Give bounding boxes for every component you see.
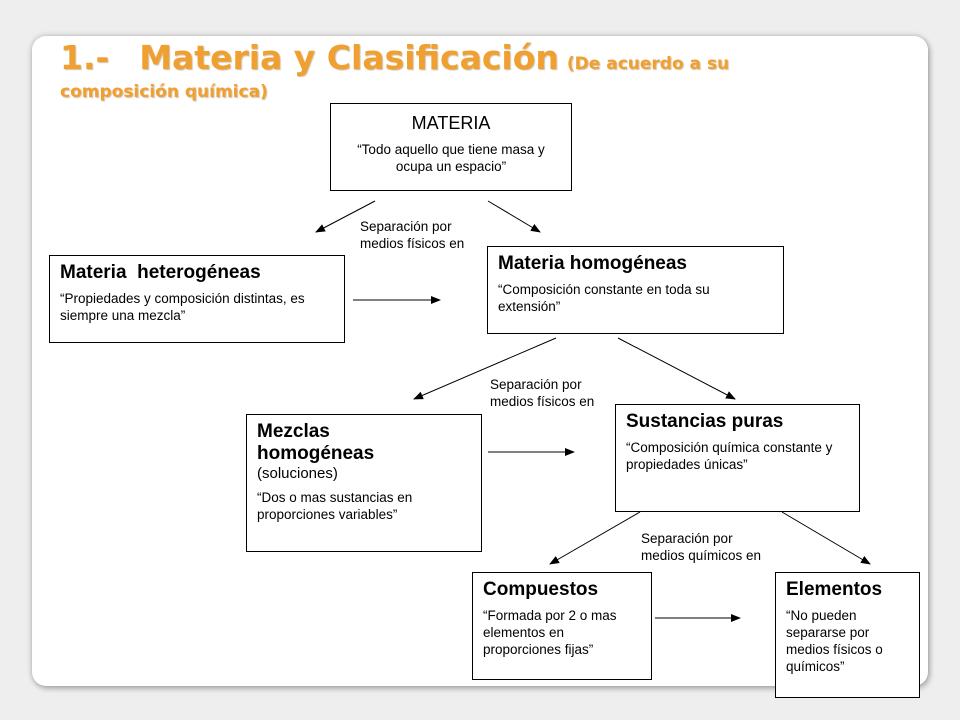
node-sustancias-puras: Sustancias puras “Composición química co… <box>615 404 860 512</box>
slide-title: 1.- Materia y Clasificación (De acuerdo a … <box>60 38 729 77</box>
arrow-homogeneas-to-mezclas <box>413 337 557 400</box>
arrow-sustancias-to-compuestos <box>549 511 641 565</box>
arrow-materia-to-homogeneas <box>487 200 541 233</box>
node-mezclas-homogeneas: Mezclas homogéneas (soluciones) “Dos o m… <box>246 414 482 552</box>
edge-label-sep1: Separación por medios físicos en <box>360 218 464 252</box>
title-number: 1.- <box>60 38 110 77</box>
edge-label-sep2: Separación por medios físicos en <box>490 376 594 410</box>
node-sustancias-desc: “Composición química constante y propied… <box>626 440 833 472</box>
node-materia-heterogeneas: Materia heterogéneas “Propiedades y comp… <box>49 255 345 343</box>
title-paren: (De acuerdo a su <box>566 54 730 74</box>
node-materia-title: MATERIA <box>411 113 491 133</box>
node-elementos: Elementos “No pueden separarse por medio… <box>775 572 920 698</box>
edge-label-sep2-line1: Separación por <box>490 377 582 392</box>
node-heterogeneas-title: Materia heterogéneas <box>60 262 261 283</box>
node-sustancias-title: Sustancias puras <box>626 411 784 432</box>
arrow-materia-to-heterogeneas <box>315 200 376 233</box>
node-homogeneas-title: Materia homogéneas <box>498 253 687 274</box>
edge-label-sep3-line2: medios químicos en <box>641 548 762 563</box>
arrow-sustancias-to-elementos <box>781 511 871 565</box>
node-compuestos-title: Compuestos <box>483 579 599 600</box>
node-mezclas-sub: (soluciones) <box>257 465 338 482</box>
node-homogeneas-desc: “Composición constante en toda su extens… <box>498 282 710 314</box>
node-compuestos-desc: “Formada por 2 o mas elementos en propor… <box>483 608 617 657</box>
node-elementos-title: Elementos <box>786 579 883 600</box>
node-materia-desc: “Todo aquello que tiene masa y ocupa un … <box>357 142 545 174</box>
node-elementos-desc: “No pueden separarse por medios físicos … <box>786 608 883 674</box>
edge-label-sep1-line1: Separación por <box>360 219 452 234</box>
edge-label-sep3: Separación por medios químicos en <box>641 530 761 564</box>
node-compuestos: Compuestos “Formada por 2 o mas elemento… <box>472 572 652 680</box>
edge-label-sep1-line2: medios físicos en <box>360 236 465 251</box>
title-subtitle: composición química) <box>60 82 268 102</box>
node-mezclas-title: Mezclas homogéneas <box>257 421 375 464</box>
node-mezclas-desc: “Dos o mas sustancias en proporciones va… <box>257 490 413 522</box>
edge-label-sep2-line2: medios físicos en <box>490 394 595 409</box>
node-materia: MATERIA “Todo aquello que tiene masa y o… <box>330 103 572 191</box>
node-materia-homogeneas: Materia homogéneas “Composición constant… <box>487 246 784 334</box>
edge-label-sep3-line1: Separación por <box>641 531 733 546</box>
title-main: Materia y Clasificación <box>139 38 559 77</box>
arrow-homogeneas-to-sustancias <box>617 337 736 400</box>
node-heterogeneas-desc: “Propiedades y composición distintas, es… <box>60 291 305 323</box>
